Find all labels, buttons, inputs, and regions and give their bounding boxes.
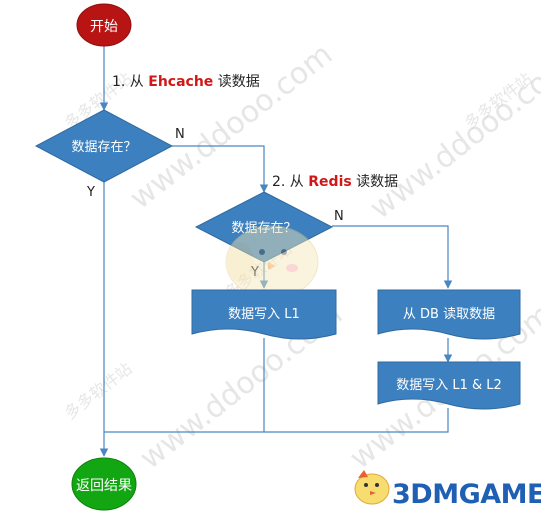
step1-prefix: 1. 从 bbox=[112, 74, 148, 90]
write-l1-node: 数据写入 L1 bbox=[191, 289, 337, 340]
line-write-l1l2-down bbox=[264, 408, 449, 433]
step1-suffix: 读数据 bbox=[213, 73, 259, 90]
end-node: 返回结果 bbox=[71, 457, 137, 511]
start-label: 开始 bbox=[90, 19, 118, 35]
watermark-name: 多多软件站 bbox=[61, 359, 136, 423]
decision2-node: 数据存在？ bbox=[194, 191, 334, 263]
decision2-no-label: N bbox=[334, 209, 344, 224]
decision1-label: 数据存在？ bbox=[71, 140, 136, 155]
write-l1-label: 数据写入 L1 bbox=[228, 307, 300, 322]
read-db-label: 从 DB 读取数据 bbox=[403, 307, 495, 322]
brand-logo: 3DMGAME bbox=[354, 470, 541, 510]
write-l1-l2-node: 数据写入 L1 & L2 bbox=[377, 361, 521, 410]
brand-chick-icon bbox=[354, 470, 390, 505]
step2-prefix: 2. 从 bbox=[272, 174, 308, 190]
step2-label: 2. 从 Redis 读数据 bbox=[272, 173, 398, 190]
step2-source: Redis bbox=[308, 174, 351, 190]
step2-suffix: 读数据 bbox=[352, 173, 398, 190]
decision2-yes-label: Y bbox=[250, 265, 259, 280]
decision2-label: 数据存在？ bbox=[231, 221, 296, 236]
step1-source: Ehcache bbox=[148, 74, 213, 90]
connector-lines bbox=[99, 46, 453, 457]
step1-label: 1. 从 Ehcache 读数据 bbox=[112, 73, 260, 90]
decision1-node: 数据存在？ bbox=[34, 109, 174, 183]
start-node: 开始 bbox=[76, 3, 132, 47]
line-decision1-no bbox=[172, 145, 269, 193]
line-decision2-no bbox=[332, 225, 453, 289]
brand-logo-text: 3DMGAME bbox=[392, 479, 541, 510]
end-label: 返回结果 bbox=[76, 478, 132, 494]
read-db-node: 从 DB 读取数据 bbox=[377, 289, 521, 340]
watermark-site: www.ddooo.com bbox=[363, 47, 541, 226]
write-l1-l2-label: 数据写入 L1 & L2 bbox=[396, 378, 502, 393]
decision1-no-label: N bbox=[175, 127, 185, 142]
mascot-chick-icon bbox=[225, 225, 319, 299]
decision1-yes-label: Y bbox=[86, 185, 95, 200]
